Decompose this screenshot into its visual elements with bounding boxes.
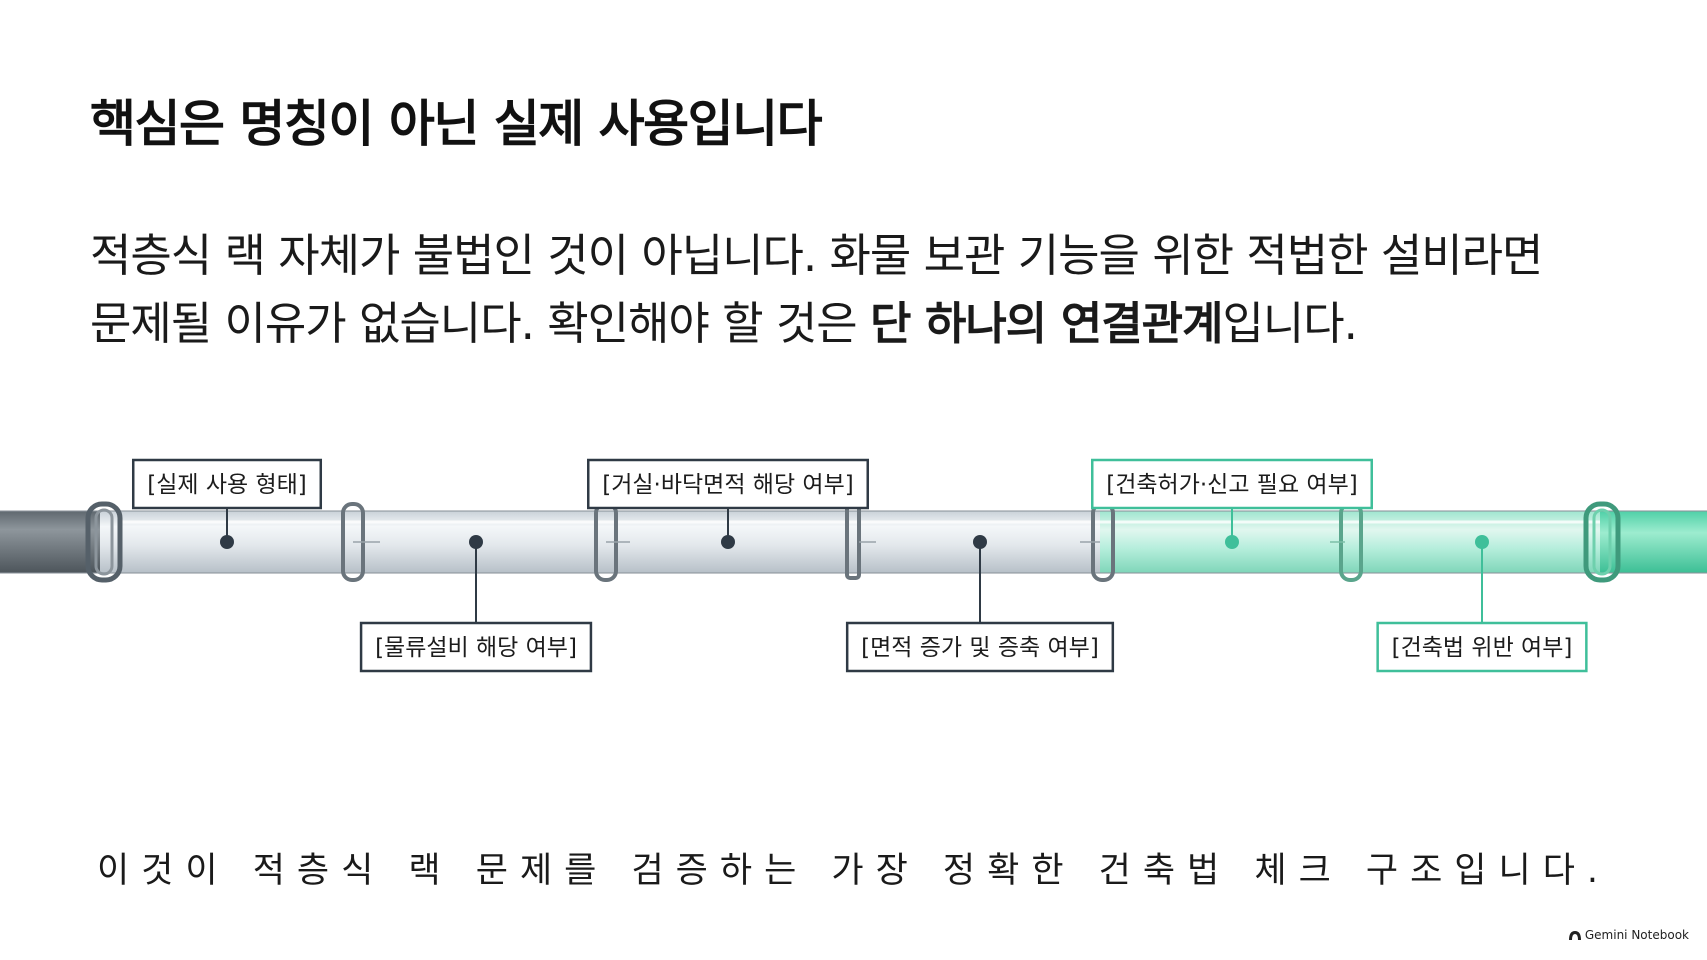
node-dot bbox=[469, 535, 483, 549]
body-line-2-emphasis: 단 하나의 연결관계 bbox=[869, 297, 1224, 350]
node-box bbox=[1091, 458, 1373, 510]
node-dot bbox=[1225, 535, 1239, 549]
body-line-2-text: 문제될 이유가 없습니다. 확인해야 할 것은 bbox=[90, 297, 870, 350]
diagram-node: [실제 사용 형태] bbox=[131, 458, 323, 549]
node-label: [거실·바닥면적 해당 여부] bbox=[602, 472, 853, 498]
brand-watermark: Gemini Notebook bbox=[1568, 928, 1689, 942]
diagram-node: [거실·바닥면적 해당 여부] bbox=[587, 458, 869, 549]
node-box bbox=[131, 458, 323, 510]
coupling-7 bbox=[1583, 501, 1621, 583]
body-paragraph: 적층식 랙 자체가 불법인 것이 아닙니다. 화물 보관 기능을 위한 적법한 … bbox=[90, 222, 1543, 358]
node-dot bbox=[721, 535, 735, 549]
node-box bbox=[1376, 621, 1588, 673]
diagram-nodes: [실제 사용 형태] [물류설비 해당 여부] [거실·바닥면적 해당 여부] [면적… bbox=[131, 458, 1588, 673]
node-label: [건축법 위반 여부] bbox=[1392, 635, 1573, 661]
node-label: [건축허가·신고 필요 여부] bbox=[1106, 472, 1357, 498]
pipeline-diagram: [실제 사용 형태] [물류설비 해당 여부] [거실·바닥면적 해당 여부] [면적… bbox=[0, 458, 1707, 673]
brand-name: Gemini Notebook bbox=[1584, 928, 1689, 942]
node-box bbox=[845, 621, 1115, 673]
node-label: [물류설비 해당 여부] bbox=[375, 635, 577, 661]
node-dot bbox=[1475, 535, 1489, 549]
node-box bbox=[359, 621, 593, 673]
gemini-notebook-icon bbox=[1568, 930, 1581, 940]
node-box bbox=[587, 458, 869, 510]
body-line-2: 문제될 이유가 없습니다. 확인해야 할 것은 단 하나의 연결관계입니다. bbox=[90, 290, 1542, 358]
diagram-node: [건축허가·신고 필요 여부] bbox=[1091, 458, 1373, 549]
node-label: [면적 증가 및 증축 여부] bbox=[861, 635, 1099, 661]
diagram-node: [면적 증가 및 증축 여부] bbox=[845, 535, 1115, 673]
pipe-body bbox=[0, 510, 1707, 574]
diagram-node: [건축법 위반 여부] bbox=[1376, 535, 1588, 673]
diagram-node: [물류설비 해당 여부] bbox=[359, 535, 593, 673]
footer-caption: 이것이 적층식 랙 문제를 검증하는 가장 정확한 건축법 체크 구조입니다. bbox=[96, 851, 1611, 891]
coupling-1 bbox=[85, 501, 123, 583]
node-label: [실제 사용 형태] bbox=[147, 472, 307, 498]
node-dot bbox=[220, 535, 234, 549]
node-dot bbox=[973, 535, 987, 549]
page-title: 핵심은 명칭이 아닌 실제 사용입니다 bbox=[90, 95, 823, 153]
body-line-1: 적층식 랙 자체가 불법인 것이 아닙니다. 화물 보관 기능을 위한 적법한 … bbox=[90, 229, 1543, 282]
coupling-2 bbox=[341, 502, 380, 582]
body-line-2-tail: 입니다. bbox=[1222, 297, 1358, 350]
